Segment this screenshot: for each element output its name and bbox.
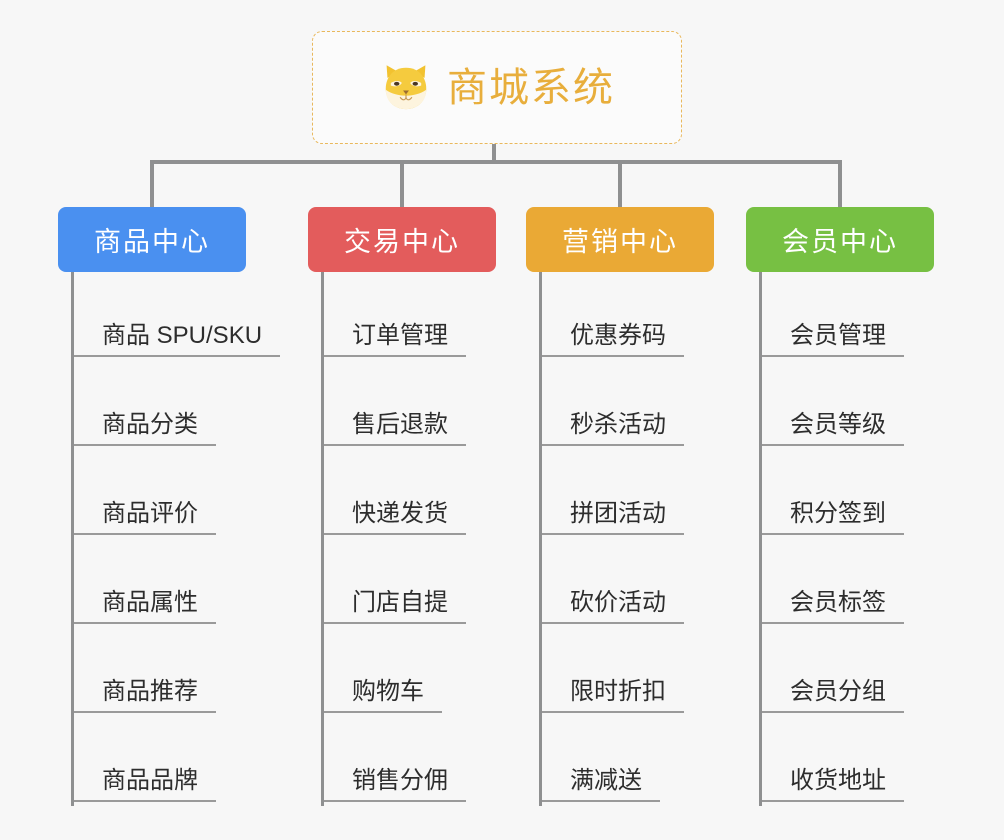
list-item-label: 商品属性 xyxy=(102,588,198,616)
list-item-label: 砍价活动 xyxy=(570,588,666,616)
list-item[interactable]: 商品属性 xyxy=(74,539,246,628)
list-item[interactable]: 收货地址 xyxy=(762,717,934,806)
root-node-title: 商城系统 xyxy=(447,65,615,110)
list-item[interactable]: 商品 SPU/SKU xyxy=(74,272,281,361)
category-column-2: 交易中心 订单管理 售后退款 快递发货 门店自提 购物车 销售分佣 xyxy=(308,207,496,806)
root-node-mall-system[interactable]: 商城系统 xyxy=(312,31,682,144)
list-item-label: 商品品牌 xyxy=(102,766,198,794)
list-item-label: 限时折扣 xyxy=(570,677,666,705)
category-header-4-label: 会员中心 xyxy=(782,227,898,257)
category-column-1: 商品中心 商品 SPU/SKU 商品分类 商品评价 商品属性 商品推荐 商品品牌 xyxy=(58,207,281,806)
list-item-label: 门店自提 xyxy=(352,588,448,616)
list-item[interactable]: 快递发货 xyxy=(324,450,496,539)
list-item-label: 秒杀活动 xyxy=(570,410,666,438)
list-item[interactable]: 商品推荐 xyxy=(74,628,246,717)
list-item[interactable]: 砍价活动 xyxy=(542,539,714,628)
list-item[interactable]: 满减送 xyxy=(542,717,714,806)
category-header-3[interactable]: 营销中心 xyxy=(526,207,714,272)
connector-drop-3 xyxy=(618,160,622,207)
list-item[interactable]: 优惠券码 xyxy=(542,272,714,361)
list-item[interactable]: 会员管理 xyxy=(762,272,934,361)
list-item[interactable]: 购物车 xyxy=(324,628,496,717)
list-item[interactable]: 订单管理 xyxy=(324,272,496,361)
list-item-label: 商品评价 xyxy=(102,499,198,527)
connector-drop-2 xyxy=(400,160,404,207)
category-header-3-label: 营销中心 xyxy=(562,227,678,257)
connector-horizontal-bus xyxy=(150,160,842,164)
category-column-4: 会员中心 会员管理 会员等级 积分签到 会员标签 会员分组 收货地址 xyxy=(746,207,934,806)
category-header-4[interactable]: 会员中心 xyxy=(746,207,934,272)
list-item[interactable]: 售后退款 xyxy=(324,361,496,450)
connector-drop-1 xyxy=(150,160,154,207)
list-item[interactable]: 限时折扣 xyxy=(542,628,714,717)
list-item-label: 商品 SPU/SKU xyxy=(102,321,263,349)
list-item[interactable]: 商品品牌 xyxy=(74,717,246,806)
list-item-label: 商品推荐 xyxy=(102,677,198,705)
connector-drop-4 xyxy=(838,160,842,207)
category-items-2: 订单管理 售后退款 快递发货 门店自提 购物车 销售分佣 xyxy=(321,272,496,806)
list-item-label: 会员等级 xyxy=(790,410,886,438)
category-items-3: 优惠券码 秒杀活动 拼团活动 砍价活动 限时折扣 满减送 xyxy=(539,272,714,806)
shiba-dog-face-icon xyxy=(385,64,427,109)
list-item[interactable]: 商品分类 xyxy=(74,361,246,450)
list-item-label: 收货地址 xyxy=(790,766,886,794)
list-item[interactable]: 会员等级 xyxy=(762,361,934,450)
list-item-label: 积分签到 xyxy=(790,499,886,527)
list-item[interactable]: 秒杀活动 xyxy=(542,361,714,450)
list-item-label: 商品分类 xyxy=(102,410,198,438)
category-header-1-label: 商品中心 xyxy=(94,227,210,257)
list-item-label: 会员标签 xyxy=(790,588,886,616)
list-item-label: 快递发货 xyxy=(352,499,448,527)
list-item[interactable]: 拼团活动 xyxy=(542,450,714,539)
list-item-label: 购物车 xyxy=(352,677,424,705)
category-header-1[interactable]: 商品中心 xyxy=(58,207,246,272)
list-item-label: 订单管理 xyxy=(352,321,448,349)
list-item-label: 销售分佣 xyxy=(352,766,448,794)
category-header-2[interactable]: 交易中心 xyxy=(308,207,496,272)
list-item[interactable]: 会员分组 xyxy=(762,628,934,717)
category-column-3: 营销中心 优惠券码 秒杀活动 拼团活动 砍价活动 限时折扣 满减送 xyxy=(526,207,714,806)
list-item-label: 售后退款 xyxy=(352,410,448,438)
category-items-4: 会员管理 会员等级 积分签到 会员标签 会员分组 收货地址 xyxy=(759,272,934,806)
list-item-label: 拼团活动 xyxy=(570,499,666,527)
category-items-1: 商品 SPU/SKU 商品分类 商品评价 商品属性 商品推荐 商品品牌 xyxy=(71,272,281,806)
list-item[interactable]: 会员标签 xyxy=(762,539,934,628)
connector-root-stem xyxy=(492,144,496,164)
list-item-label: 会员分组 xyxy=(790,677,886,705)
list-item[interactable]: 商品评价 xyxy=(74,450,246,539)
category-header-2-label: 交易中心 xyxy=(344,227,460,257)
list-item[interactable]: 销售分佣 xyxy=(324,717,496,806)
list-item[interactable]: 积分签到 xyxy=(762,450,934,539)
list-item-label: 满减送 xyxy=(570,766,642,794)
list-item-label: 优惠券码 xyxy=(570,321,666,349)
list-item[interactable]: 门店自提 xyxy=(324,539,496,628)
list-item-label: 会员管理 xyxy=(790,321,886,349)
